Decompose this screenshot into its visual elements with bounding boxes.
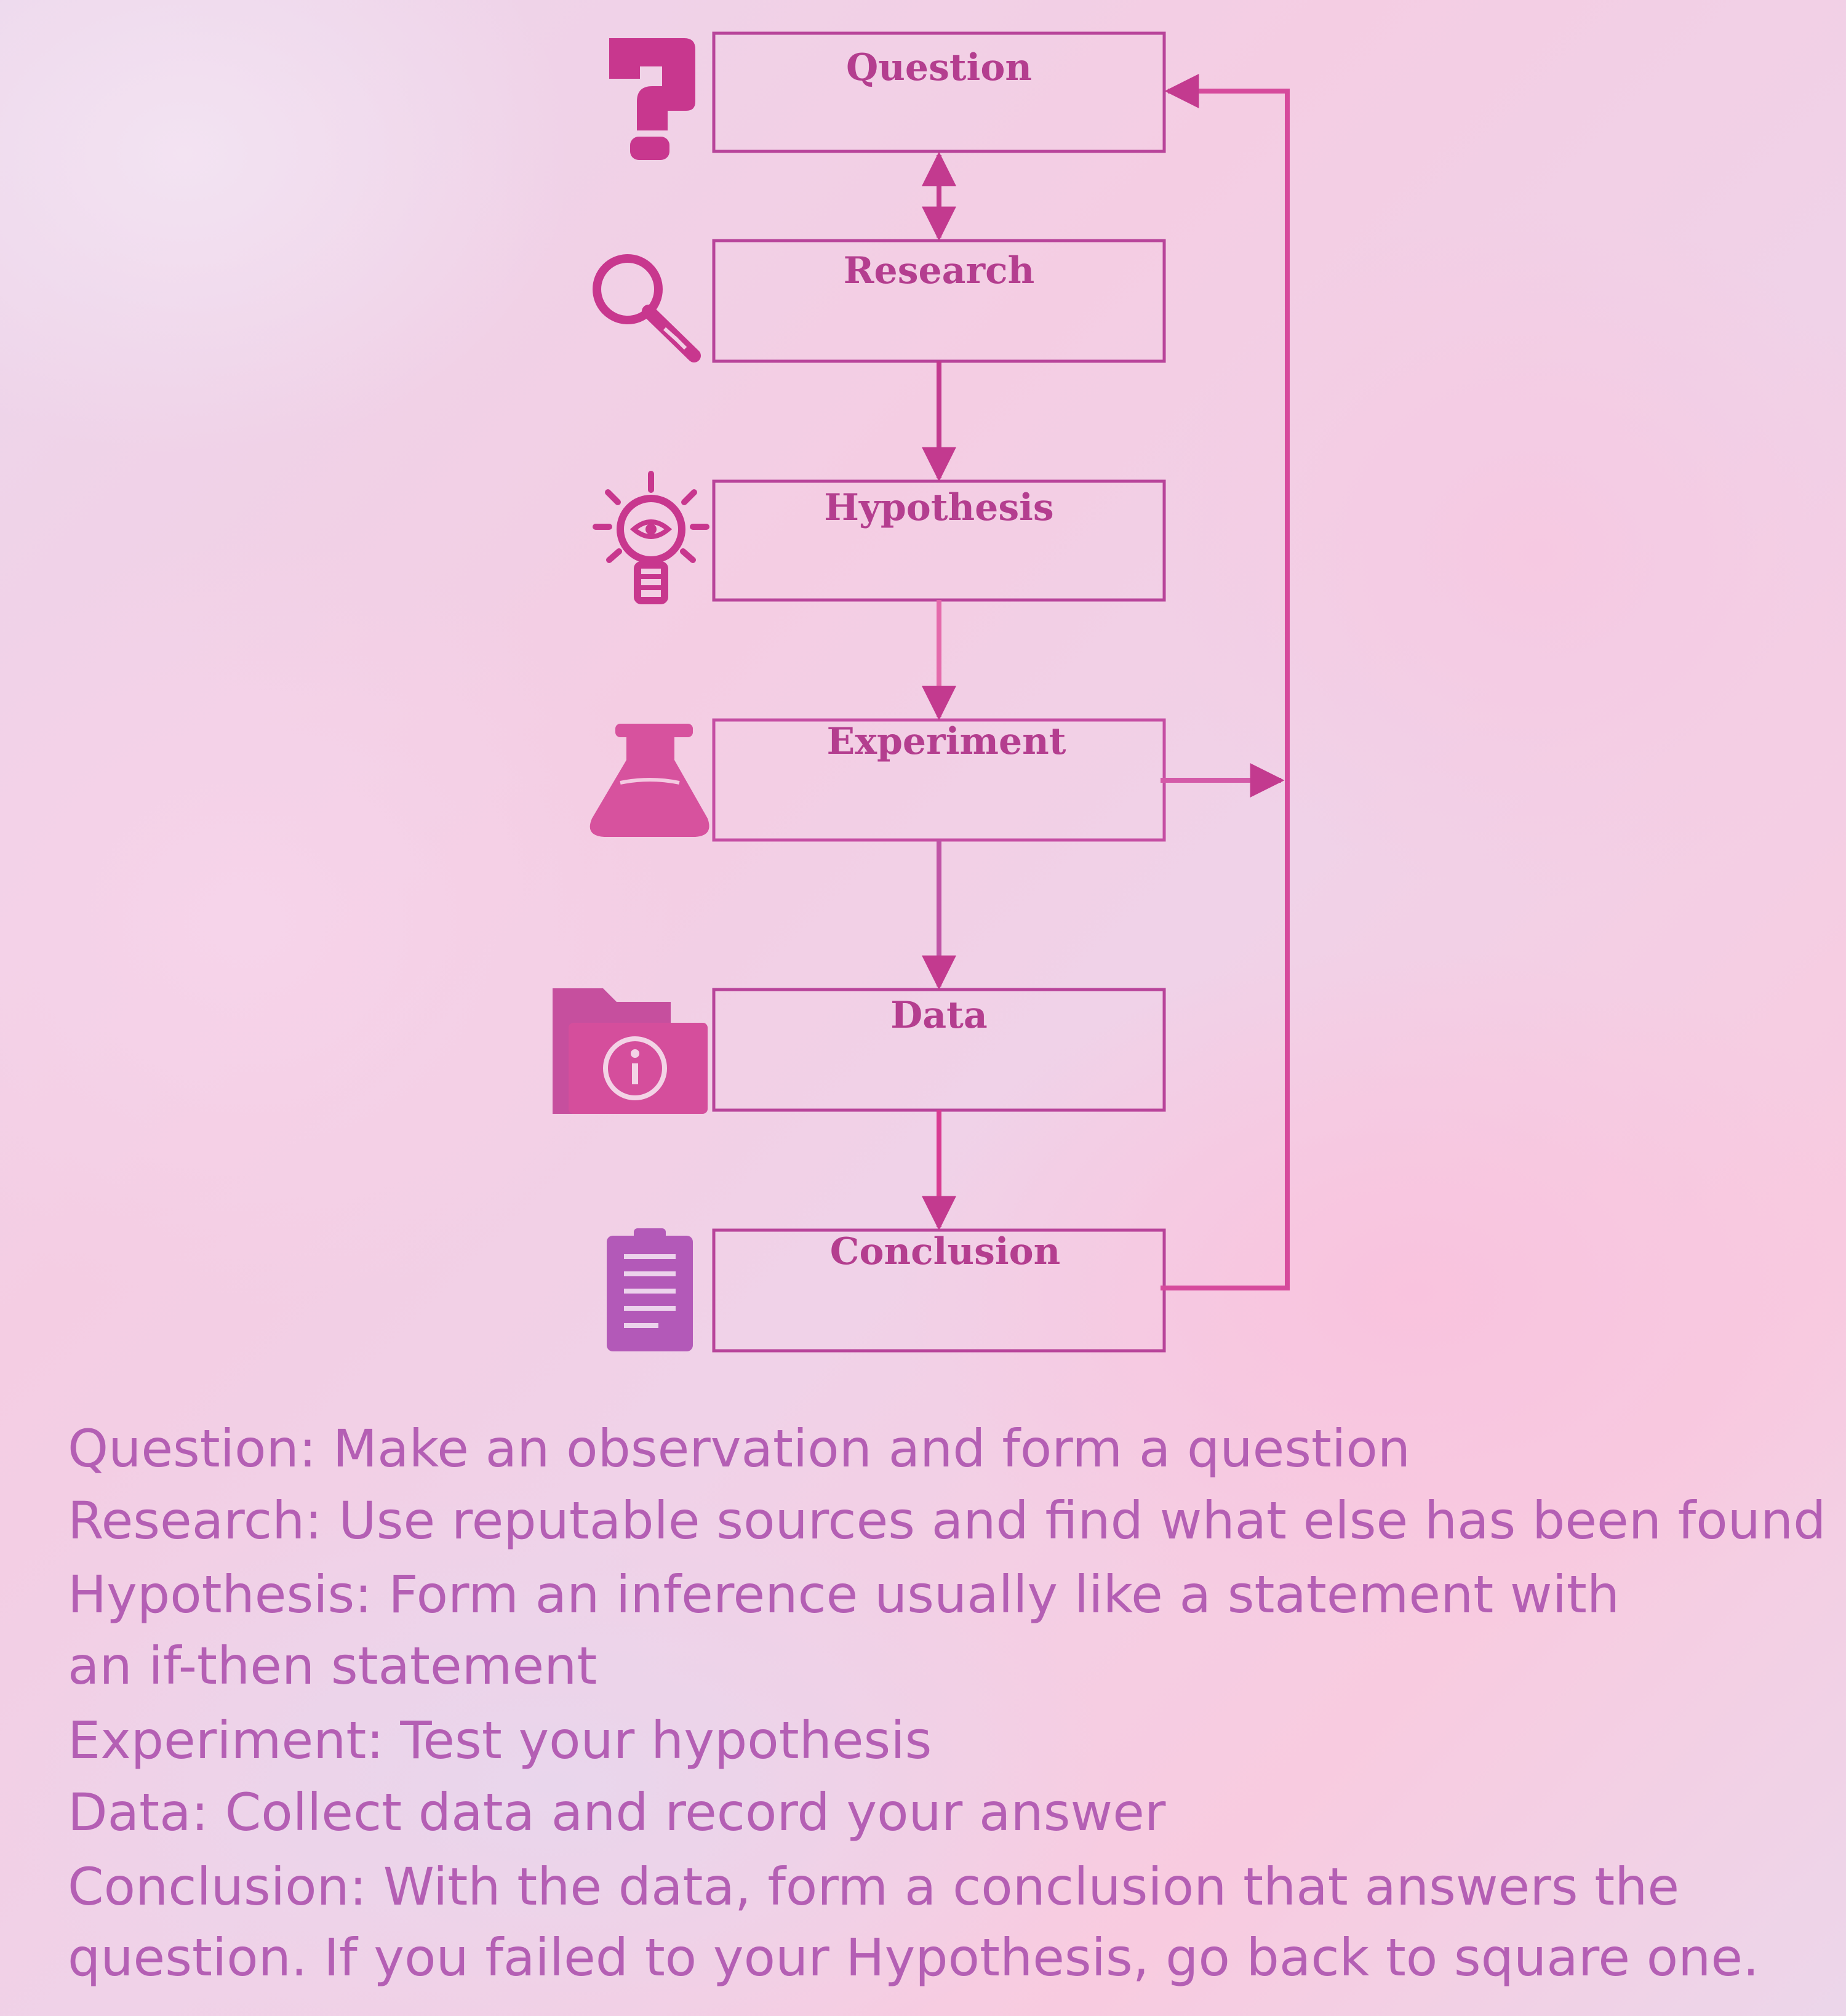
- step-label-data: Data: [890, 994, 988, 1037]
- flask-icon: [589, 724, 709, 837]
- lightbulb-icon: [593, 471, 709, 604]
- loop-conclusion-to-question: [1161, 74, 1290, 1290]
- description-conclusion: Conclusion: With the data, form a conclu…: [68, 1856, 1759, 1988]
- step-box-conclusion: Conclusion: [712, 1228, 1166, 1353]
- step-box-experiment: Experiment: [712, 718, 1166, 842]
- step-label-conclusion: Conclusion: [830, 1230, 1061, 1273]
- description-question: Question: Make an observation and form a…: [68, 1418, 1410, 1479]
- step-label-experiment: Experiment: [826, 720, 1066, 763]
- step-box-research: Research: [712, 239, 1166, 363]
- magnifying-glass-icon: [593, 254, 701, 362]
- step-descriptions: Question: Make an observation and form a…: [68, 1415, 1828, 1999]
- step-label-question: Question: [846, 46, 1032, 89]
- step-label-research: Research: [844, 249, 1035, 292]
- step-box-hypothesis: Hypothesis: [712, 479, 1166, 602]
- description-research: Research: Use reputable sources and find…: [68, 1490, 1826, 1551]
- description-experiment: Experiment: Test your hypothesis: [68, 1710, 932, 1771]
- step-box-data: Data: [712, 988, 1166, 1112]
- step-box-question: Question: [712, 31, 1166, 153]
- description-hypothesis: Hypothesis: Form an inference usually li…: [68, 1564, 1620, 1697]
- clipboard-icon: [607, 1228, 693, 1351]
- info-folder-icon: [553, 988, 708, 1114]
- description-data: Data: Collect data and record your answe…: [68, 1782, 1166, 1843]
- step-label-hypothesis: Hypothesis: [824, 486, 1053, 529]
- question-mark-icon: [609, 38, 695, 160]
- flowchart: Question Research Hypothesis Experiment …: [553, 31, 1290, 1353]
